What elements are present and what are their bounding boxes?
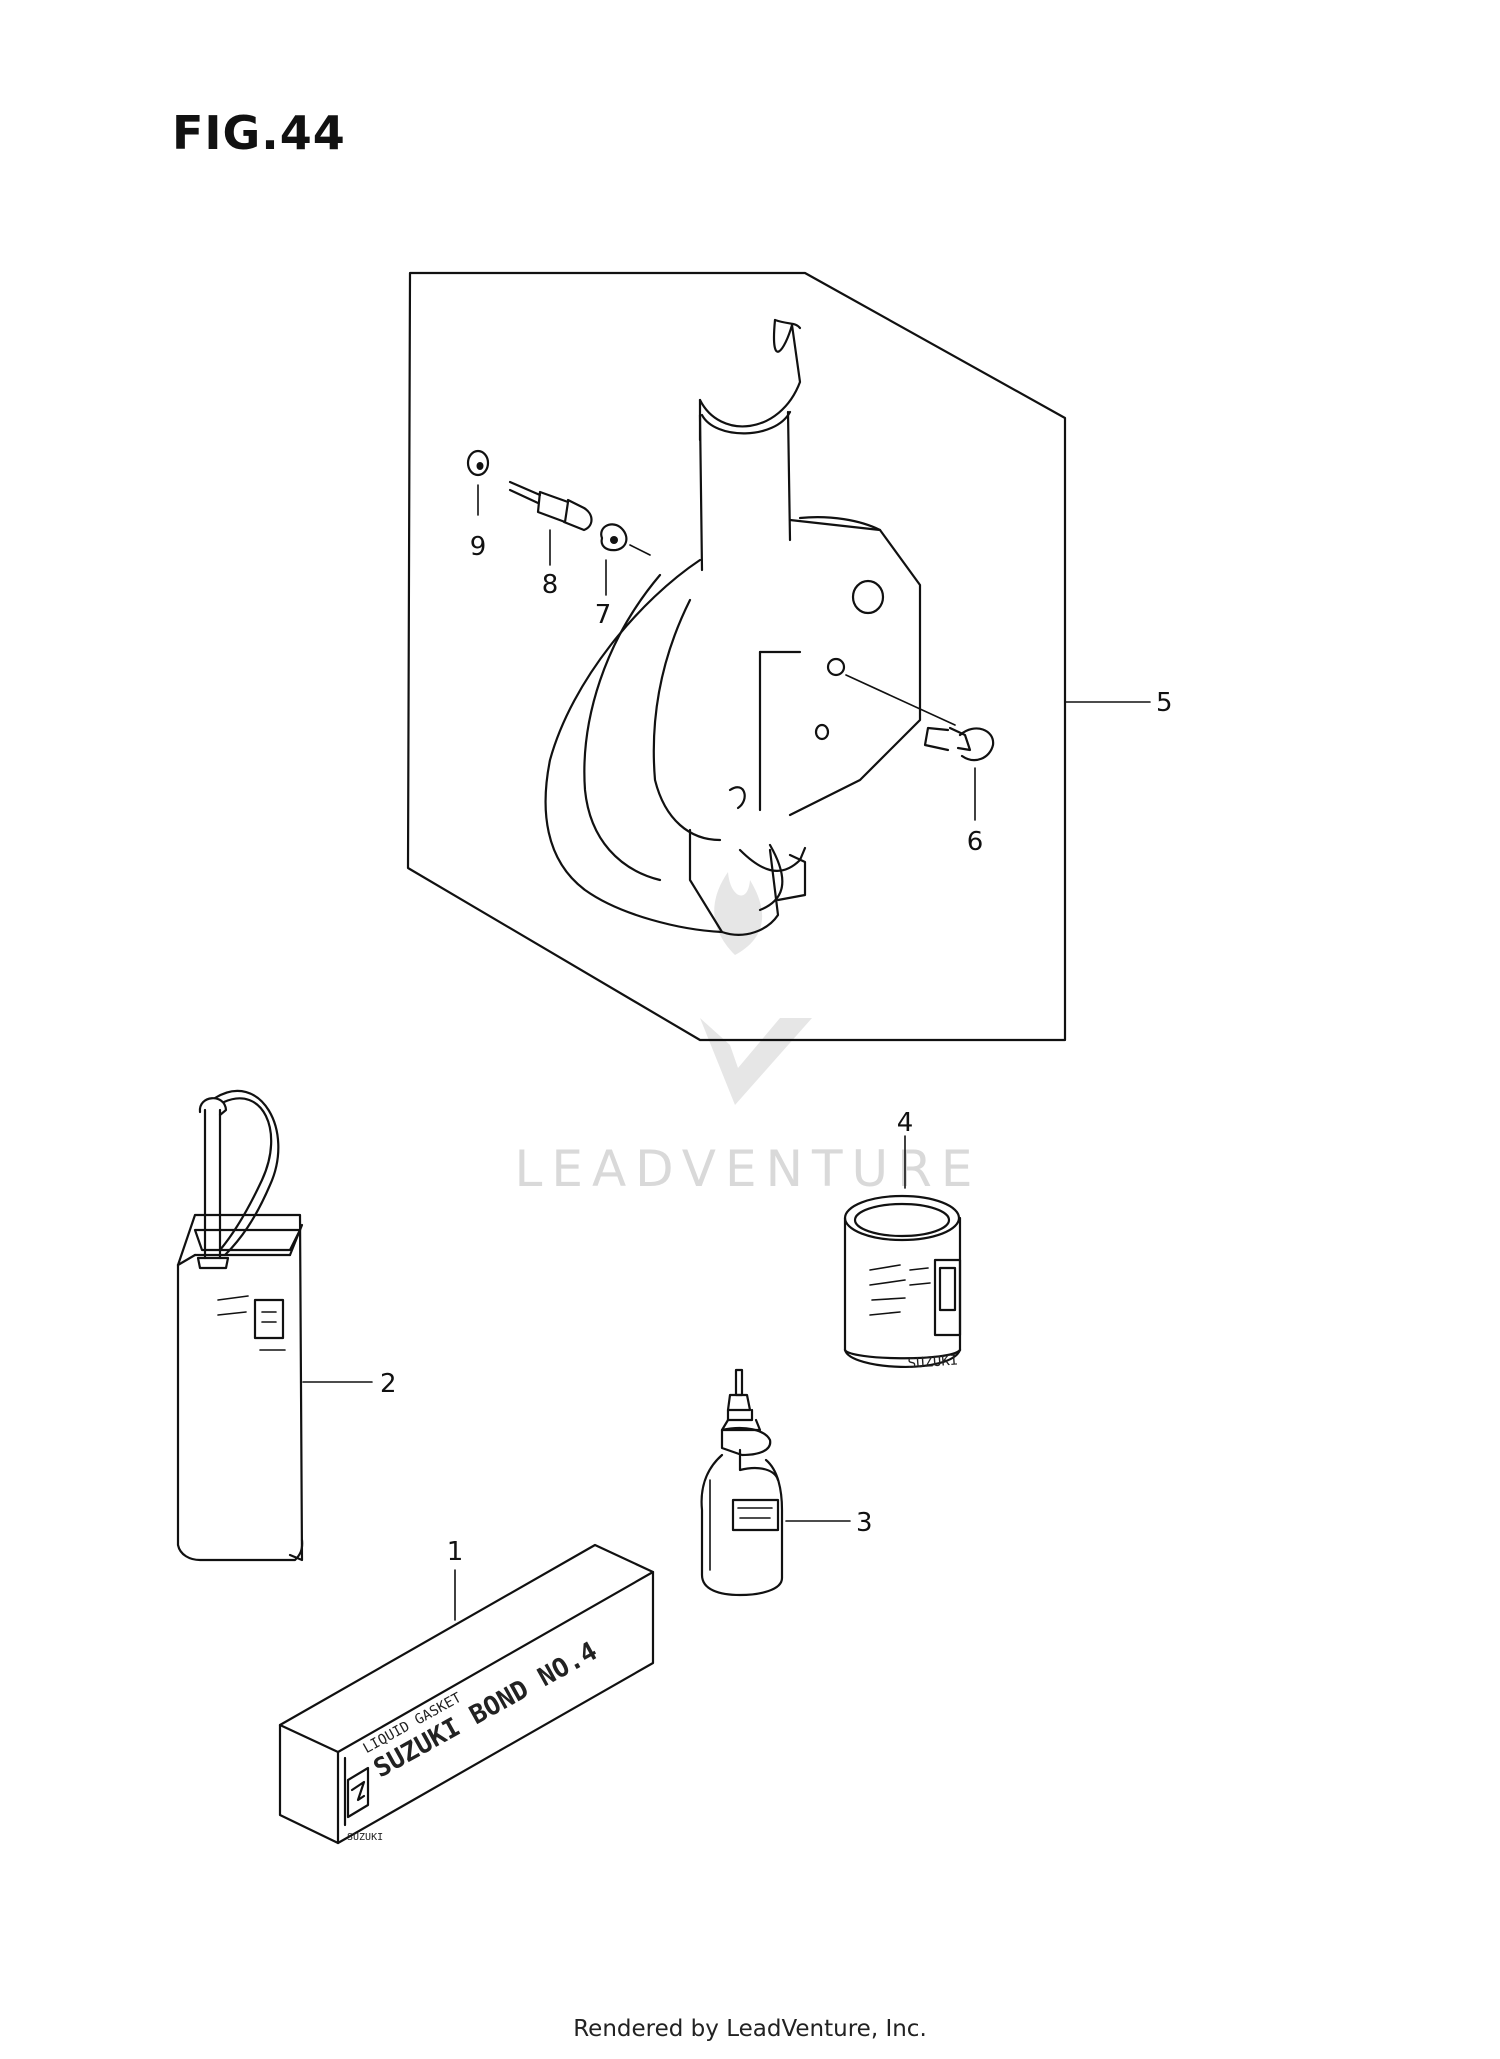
box-logo-text: SUZUKI (347, 1832, 383, 1843)
callout-2: 2 (380, 1369, 397, 1399)
assembly-frame (406, 271, 1067, 1042)
callout-8: 8 (542, 570, 559, 600)
watermark-v-icon (700, 1018, 812, 1105)
box-brand-text: SUZUKI BOND NO.4 (369, 1636, 603, 1784)
watermark-text: LEADVENTURE (515, 1140, 982, 1198)
part-1-bond-box: LIQUID GASKET SUZUKI BOND NO.4 SUZUKI (278, 1543, 655, 1845)
callout-9: 9 (470, 532, 487, 562)
part-8-stud (508, 480, 593, 566)
lower-unit-cover (544, 318, 922, 936)
footer-credit: Rendered by LeadVenture, Inc. (573, 2016, 927, 2042)
part-7-nut (600, 523, 651, 596)
callout-6: 6 (967, 827, 984, 857)
part-3-bottle (700, 1368, 784, 1597)
callout-4: 4 (897, 1108, 914, 1138)
watermark-flame-icon (714, 872, 763, 955)
callout-7: 7 (595, 600, 612, 630)
part-6-screw (845, 674, 995, 821)
part-9-washer (466, 449, 490, 516)
part-2-oil-can (176, 1090, 304, 1562)
part-4-grease-can: SUZUKI (843, 1194, 962, 1372)
callout-1: 1 (447, 1537, 464, 1567)
watermark: LEADVENTURE (515, 872, 982, 1198)
can-brand-text: SUZUKI (907, 1353, 959, 1372)
callout-3: 3 (856, 1508, 873, 1538)
figure-title: FIG.44 (172, 106, 346, 160)
callout-5: 5 (1156, 688, 1173, 718)
